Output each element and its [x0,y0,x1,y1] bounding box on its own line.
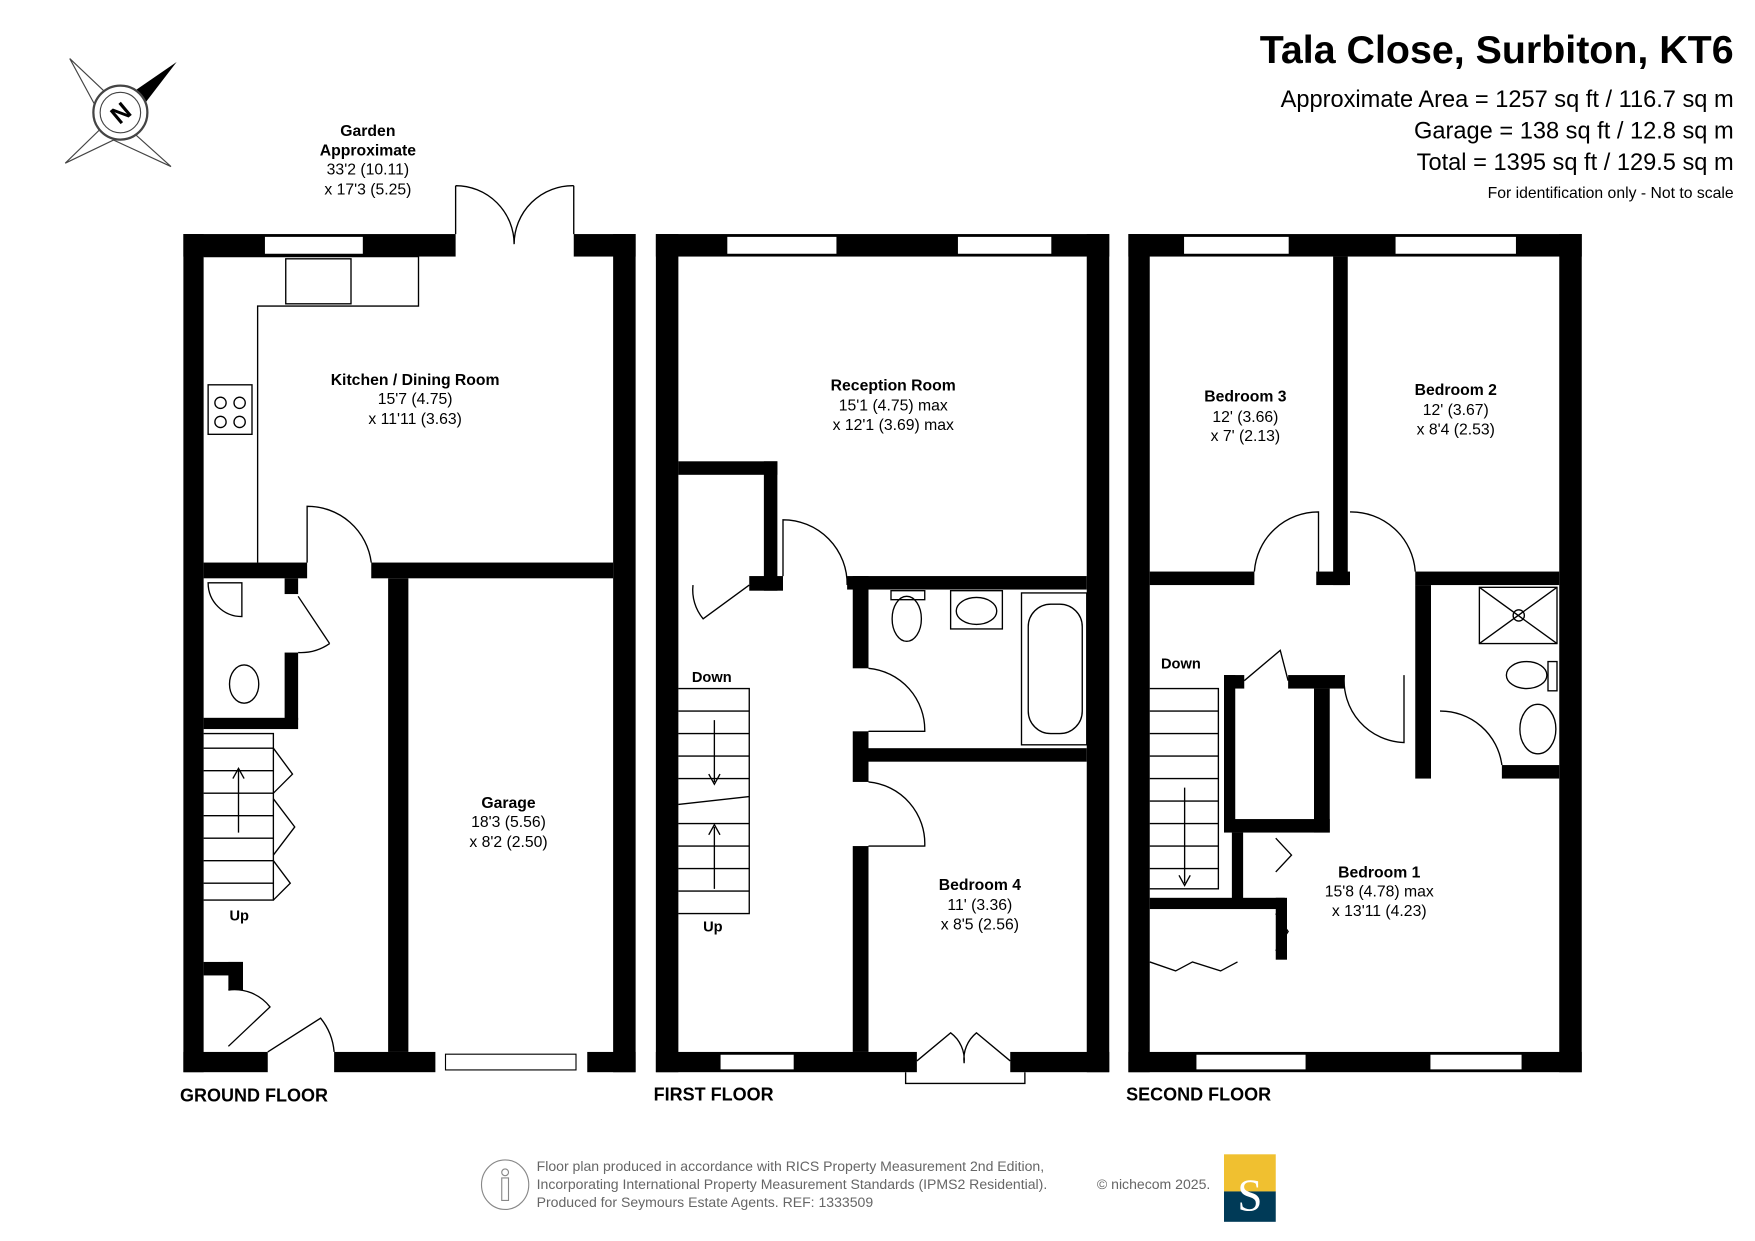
svg-text:Produced for Seymours Estate A: Produced for Seymours Estate Agents. REF… [537,1194,874,1210]
second-floor: Bedroom 3 12' (3.66) x 7' (2.13) Bedroom… [1128,234,1582,1073]
ground-floor-label: GROUND FLOOR [180,1085,328,1105]
bedroom3-label: Bedroom 3 [1204,389,1287,406]
stairs-down-label: Down [692,670,732,686]
property-title: Tala Close, Surbiton, KT6 [1260,28,1734,72]
svg-text:12' (3.66): 12' (3.66) [1212,409,1278,426]
garage-area: Garage = 138 sq ft / 12.8 sq m [1414,118,1734,144]
svg-text:x 17'3 (5.25): x 17'3 (5.25) [324,182,411,199]
svg-text:x 8'2 (2.50): x 8'2 (2.50) [469,834,547,851]
svg-text:33'2 (10.11): 33'2 (10.11) [327,161,409,178]
svg-text:x 12'1 (3.69) max: x 12'1 (3.69) max [833,417,954,434]
person-icon [480,1159,530,1210]
svg-text:15'7 (4.75): 15'7 (4.75) [378,391,453,408]
svg-text:x 11'11 (3.63): x 11'11 (3.63) [368,411,461,428]
svg-text:Incorporating International Pr: Incorporating International Property Mea… [537,1176,1048,1192]
ground-floor: Kitchen / Dining Room 15'7 (4.75) x 11'1… [183,185,636,1073]
stairs-up-label: Up [703,920,723,936]
bedroom4-label: Bedroom 4 [939,877,1022,894]
svg-text:x 8'4 (2.53): x 8'4 (2.53) [1417,421,1495,438]
stairs-down-label: Down [1161,656,1201,672]
svg-text:x 13'11 (4.23): x 13'11 (4.23) [1332,903,1427,920]
svg-text:x 7' (2.13): x 7' (2.13) [1211,428,1281,445]
svg-text:x 8'5 (2.56): x 8'5 (2.56) [941,916,1019,933]
seymours-logo: S [1224,1154,1276,1222]
garage-label: Garage [481,795,536,812]
bedroom1-label: Bedroom 1 [1338,865,1421,882]
total-area: Total = 1395 sq ft / 129.5 sq m [1417,150,1734,176]
svg-text:12' (3.67): 12' (3.67) [1423,402,1489,419]
svg-text:Approximate: Approximate [320,142,417,159]
svg-text:18'3 (5.56): 18'3 (5.56) [471,814,546,831]
compass-icon: N [64,58,177,168]
footer: Floor plan produced in accordance with R… [480,1154,1276,1222]
approx-area: Approximate Area = 1257 sq ft / 116.7 sq… [1281,87,1734,113]
svg-text:11' (3.36): 11' (3.36) [947,897,1012,914]
svg-text:S: S [1237,1171,1262,1221]
garden-label: Garden [340,123,395,140]
disclaimer: For identification only - Not to scale [1488,185,1734,202]
bedroom2-label: Bedroom 2 [1415,382,1498,399]
svg-text:© nichecom 2025.: © nichecom 2025. [1097,1176,1210,1192]
svg-text:15'8 (4.78) max: 15'8 (4.78) max [1325,884,1434,901]
svg-text:15'1 (4.75) max: 15'1 (4.75) max [839,398,948,415]
stairs-up-label: Up [230,908,250,924]
first-floor: Reception Room 15'1 (4.75) max x 12'1 (3… [655,234,1110,1085]
svg-text:Floor plan produced in accorda: Floor plan produced in accordance with R… [537,1158,1045,1174]
reception-label: Reception Room [831,377,956,394]
kitchen-label: Kitchen / Dining Room [331,372,500,389]
first-floor-label: FIRST FLOOR [654,1084,774,1104]
second-floor-label: SECOND FLOOR [1126,1084,1271,1104]
